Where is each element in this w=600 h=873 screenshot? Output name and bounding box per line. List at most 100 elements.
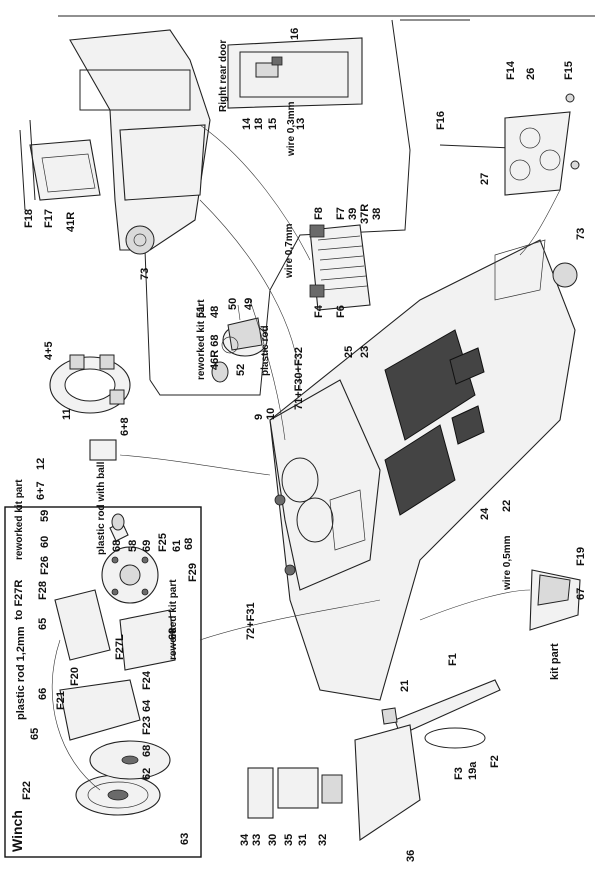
part-p30: 30 [267,834,279,846]
label-plastic-rod-with-ball: plastic rod with ball [96,461,107,555]
part-p12: 12 [35,458,47,470]
part-p50: 50 [227,298,239,310]
part-p18: 18 [253,118,265,130]
part-p71-f30-f32: 71+F30+F32 [293,347,305,410]
part-f7: F7 [335,207,347,220]
label-to-f27r: to F27R [13,580,25,620]
grille-assembly [309,224,371,311]
part-p34: 34 [239,833,251,846]
callout-labels: Winch plastic rod 1,2mm to F27R reworked… [9,28,587,862]
part-p24: 24 [479,507,491,520]
part-f22: F22 [21,781,33,800]
part-p68c: 68 [167,628,179,640]
part-p68d: 68 [141,745,153,757]
part-f27l: F27L [114,634,126,660]
part-p14: 14 [241,117,253,130]
part-f17: F17 [43,209,55,228]
part-f29: F29 [187,563,199,582]
part-p49: 49 [243,298,255,310]
part-f26: F26 [39,556,51,575]
part-f4: F4 [313,304,325,318]
part-p21: 21 [399,680,411,692]
label-plastic-rod: plastic rod [260,325,271,376]
part-p60: 60 [39,536,51,548]
main-hull [269,239,578,701]
part-f25: F25 [157,533,169,552]
part-p59: 59 [39,510,51,522]
part-p66: 66 [37,688,49,700]
part-p38: 38 [371,208,383,220]
part-f19: F19 [575,547,587,566]
part-p23: 23 [359,346,371,358]
label-plastic-rod-12: plastic rod 1,2mm [15,626,27,720]
part-p63: 63 [179,833,191,845]
part-f28: F28 [37,581,49,600]
part-f23: F23 [141,716,153,735]
label-reworked-kit-part-3: reworked kit part [196,299,207,380]
part-f8: F8 [313,207,325,220]
part-p64: 64 [141,699,153,712]
part-f20: F20 [69,667,81,686]
part-p68b: 68 [183,538,195,550]
part-f21: F21 [55,691,67,710]
label-right-rear-door: Right rear door [218,40,229,112]
part-p61: 61 [171,540,183,552]
part-p39: 39 [347,208,359,220]
part-p36: 36 [405,850,417,862]
part-p65b: 65 [29,728,41,740]
part-p31: 31 [297,834,309,846]
tow-plate-assembly [439,93,580,196]
part-p67: 67 [575,588,587,600]
part-p10: 10 [265,408,277,420]
label-wire-05: wire 0,5mm [502,535,513,591]
part-f1: F1 [447,653,459,666]
part-f3: F3 [453,767,465,780]
rear-hull-assembly [19,29,211,255]
headlight-assembly [211,304,268,383]
part-p48: 48 [209,306,221,318]
part-f2: F2 [489,755,501,768]
part-f16: F16 [435,111,447,130]
part-f15: F15 [563,61,575,80]
part-p26: 26 [525,68,537,80]
part-p73b: 73 [575,228,587,240]
assembly-leader-lines [119,124,561,641]
part-p15: 15 [267,118,279,130]
part-p51: 51 [195,306,207,318]
label-reworked-kit-part-2: reworked kit part [168,579,179,660]
part-p68a: 68 [111,540,123,552]
part-p33: 33 [251,834,263,846]
right-rear-door [227,37,363,109]
label-winch-title: Winch [9,810,25,852]
label-reworked-kit-part-1: reworked kit part [14,479,25,560]
section-dividers [58,15,595,396]
part-p16: 16 [289,28,301,40]
part-f24: F24 [141,670,153,690]
part-f14: F14 [505,60,517,80]
part-p41r: 41R [65,212,77,232]
part-p22: 22 [501,500,513,512]
part-p9: 9 [253,414,265,420]
part-p25: 25 [343,346,355,358]
part-p62: 62 [141,768,153,780]
part-p58: 58 [127,540,139,552]
part-p32: 32 [317,834,329,846]
label-kit-part: kit part [549,643,561,680]
winch-panel [4,506,202,858]
part-p19a: 19a [467,761,479,780]
bracket-kit-part [529,569,581,631]
jack-assembly [247,767,343,819]
part-p46r68: 46R 68 [209,335,221,370]
part-p13: 13 [295,118,307,130]
part-p72-f31: 72+F31 [245,602,257,640]
part-p6-8: 6+8 [119,417,131,436]
part-p6-7: 6+7 [35,481,47,500]
part-p37r: 37R [359,204,371,224]
part-p73a: 73 [139,268,151,280]
storage-bin [354,724,421,841]
label-wire-03: wire 0,3mm [286,101,297,157]
label-wire-07: wire 0,7mm [284,223,295,279]
part-p4-5: 4+5 [43,341,55,360]
